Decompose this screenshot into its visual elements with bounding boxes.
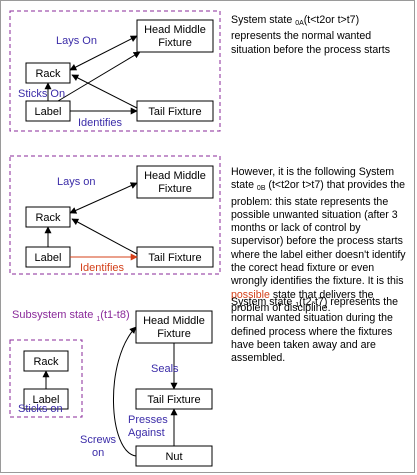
panel-1-tail-fixture: Tail Fixture: [136, 100, 214, 122]
node-text: Rack: [33, 356, 59, 368]
panel-2-boundary: [9, 155, 221, 275]
subsystem-title: Subsystem state 1(t1-t8): [12, 309, 130, 323]
node-text: Label: [35, 106, 62, 118]
panel-1-head-middle-fixture: Head Middle Fixture: [136, 19, 214, 53]
panel-1-description: System state 0A(t<t2or t>t7) represents …: [231, 14, 409, 57]
panel-3-label: Label: [23, 388, 69, 410]
node-text: Fixture: [158, 183, 192, 195]
edge-label-sticks-on: Sticks on: [18, 403, 63, 415]
highlight-text: possible: [231, 288, 270, 301]
panel-1-label: Label: [25, 100, 71, 122]
text: System state: [231, 296, 296, 308]
edge-label-screws: on: [92, 447, 104, 459]
panel-2-description: However, it is the following System stat…: [231, 166, 411, 315]
subsystem-title-text: Subsystem state: [12, 309, 96, 321]
node-text: Tail Fixture: [148, 252, 201, 264]
edge-label-presses: Against: [128, 427, 165, 439]
panel-3-boundary: [9, 339, 83, 418]
text: However, it is the following System stat…: [231, 166, 395, 192]
state-subscript: 0A: [295, 20, 304, 27]
panel-3-head-middle-fixture: Head Middle Fixture: [135, 310, 213, 344]
node-text: Tail Fixture: [148, 106, 201, 118]
panel-2: Head Middle Fixture Rack Label Tail Fixt…: [9, 155, 221, 275]
edge-label-sticks-on: Sticks On: [18, 88, 65, 100]
edge-label-lays-on: Lays on: [57, 176, 96, 188]
edge-label-screws: Screws: [80, 434, 117, 446]
edge-label-presses: Presses: [128, 414, 168, 426]
text: state that delivers the problem of disci…: [231, 288, 374, 314]
panel-3-rack: Rack: [23, 350, 69, 372]
node-text: Fixture: [158, 37, 192, 49]
panel-2-head-middle-fixture: Head Middle Fixture: [136, 165, 214, 199]
panel-1-boundary: [9, 10, 221, 132]
edge-label-lays-on: Lays On: [56, 35, 97, 47]
panel-1-rack: Rack: [25, 62, 71, 84]
edge-nut-head: [113, 326, 137, 457]
subsystem-title-time: (t1-t8): [100, 309, 129, 321]
edge-rack-tail: [71, 218, 138, 255]
state-subscript: 1: [295, 302, 300, 309]
panel-3: Subsystem state 1(t1-t8) Rack Label Stic…: [9, 309, 213, 467]
node-text: Head Middle: [143, 315, 205, 327]
panel-3-description: System state 1(t2-t7) represents the nor…: [231, 296, 409, 365]
edge-label-identifies: Identifies: [80, 262, 125, 274]
text: (t<t2or t>t7) represents the normal want…: [231, 14, 390, 56]
edge-label-seals: Seals: [151, 363, 179, 375]
text: System state: [231, 14, 296, 26]
edge-rack-head: [69, 182, 138, 214]
edge-label-identifies: Identifies: [78, 117, 123, 129]
node-text: Nut: [165, 451, 182, 463]
state-subscript: 0B: [256, 185, 266, 193]
text: (t<t2or t>t7) that provides the problem:…: [231, 179, 406, 288]
edge-rack-head: [69, 35, 138, 71]
panel-2-label: Label: [25, 246, 71, 268]
node-text: Label: [35, 252, 62, 264]
edge-label-head: [57, 51, 141, 102]
panel-3-tail-fixture: Tail Fixture: [135, 388, 213, 410]
panel-3-nut: Nut: [135, 445, 213, 467]
node-text: Head Middle: [144, 170, 206, 182]
panel-2-rack: Rack: [25, 206, 71, 228]
text: (t2-t7) represents the normal wanted sit…: [231, 296, 399, 365]
node-text: Head Middle: [144, 24, 206, 36]
node-text: Label: [33, 394, 60, 406]
node-text: Fixture: [157, 328, 191, 340]
panel-1: Head Middle Fixture Rack Label Tail Fixt…: [9, 10, 221, 132]
panel-2-tail-fixture: Tail Fixture: [136, 246, 214, 268]
edge-rack-tail: [71, 74, 138, 109]
node-text: Tail Fixture: [147, 394, 200, 406]
node-text: Rack: [35, 212, 61, 224]
subsystem-title-sub: 1: [96, 316, 100, 323]
node-text: Rack: [35, 68, 61, 80]
